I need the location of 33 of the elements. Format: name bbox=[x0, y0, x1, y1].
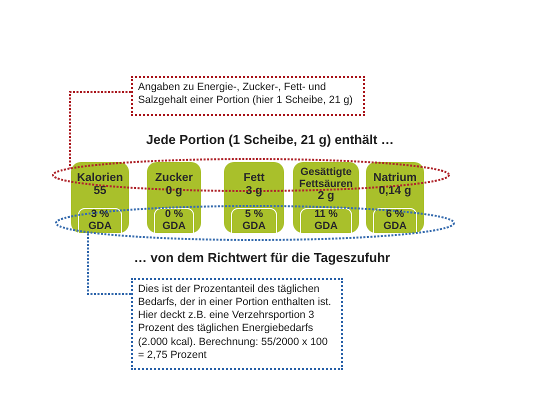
nutrient-name: Fett bbox=[242, 172, 266, 185]
nutrient-tile bbox=[71, 162, 129, 208]
nutrient-tile bbox=[224, 162, 284, 208]
nutrient-name: Kalorien bbox=[76, 172, 124, 185]
nutrient-tile bbox=[366, 162, 424, 208]
highlight-ellipse bbox=[55, 205, 455, 241]
amount-value: 0,14 g bbox=[378, 185, 412, 198]
nutrient-tile bbox=[293, 162, 359, 208]
percent-value: 5 % bbox=[244, 209, 264, 221]
gda-label: GDA bbox=[87, 220, 113, 232]
nutrient-name: Natrium bbox=[372, 172, 418, 185]
callout-text: Angaben zu Energie-, Zucker-, Fett- und Salzgehalt einer Portion (hier 1 Scheibe, 21 g) bbox=[138, 81, 353, 106]
gda-label: GDA bbox=[161, 220, 187, 232]
percent-value: 6 % bbox=[384, 209, 406, 221]
leader-line bbox=[69, 91, 131, 169]
leader-line bbox=[87, 232, 131, 295]
amount-value: 55 bbox=[92, 185, 108, 198]
caption-text: Jede Portion (1 Scheibe, 21 g) enthält … bbox=[146, 132, 394, 147]
nutrient-tile bbox=[147, 162, 201, 208]
nutrient-name: Zucker bbox=[154, 172, 194, 185]
gda-label: GDA bbox=[382, 220, 408, 232]
callout-text: Dies ist der Prozentanteil des täglichen Bedarfs, der in einer Portion enthalten ist. Hier deckt z.B. eine Verzehrsportion 3 Prozent des täglichen Energiebedarfs (2.000 kcal). Berechnung: 55/2000 x 100 = 2,75 Prozent bbox=[138, 283, 332, 361]
percent-value: 0 % bbox=[164, 209, 184, 221]
percent-value: 3 % bbox=[90, 209, 110, 221]
gda-label: GDA bbox=[313, 220, 339, 232]
callout-box bbox=[131, 278, 343, 370]
amount-value: 2 g bbox=[316, 190, 336, 203]
amount-value: 3 g bbox=[244, 185, 264, 198]
callout-box bbox=[131, 76, 365, 116]
gda-label: GDA bbox=[241, 220, 267, 232]
percent-value: 11 % bbox=[313, 209, 339, 221]
caption-text: … von dem Richtwert für die Tageszufuhr bbox=[134, 250, 390, 265]
nutrient-name: Gesättigte Fettsäuren bbox=[298, 167, 354, 190]
